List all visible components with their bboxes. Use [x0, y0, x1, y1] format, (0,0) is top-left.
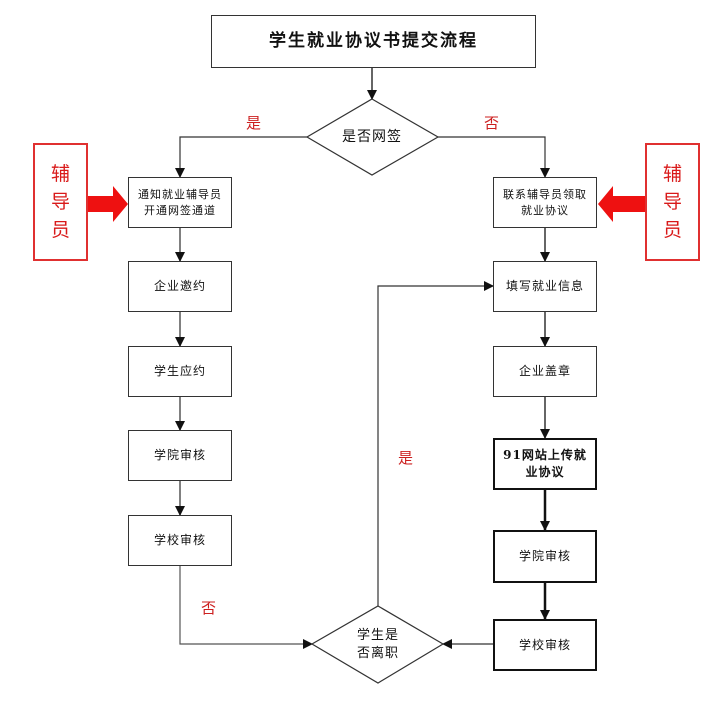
- step-school-review-left-text: 学校审核: [153, 533, 206, 547]
- step-company-stamp-text: 企业盖章: [518, 364, 571, 378]
- counselor-left-char-2: 导: [50, 191, 70, 213]
- decision-leave-text: 学生是 否离职: [338, 627, 418, 663]
- yes-label-online-sign: 是: [246, 114, 262, 132]
- no-label-leave: 否: [201, 599, 217, 617]
- decision-leave-line2: 否离职: [356, 646, 399, 661]
- step-college-review-right-text: 学院审核: [518, 549, 571, 563]
- counselor-left-arrow: [87, 186, 128, 222]
- arrow-yes-branch: [175, 136, 307, 178]
- step-company-invite: 企业邀约: [128, 261, 232, 312]
- step-notify-counselor: 通知就业辅导员开通网签通道: [128, 177, 232, 228]
- step-college-review-left: 学院审核: [128, 430, 232, 481]
- step-company-invite-text: 企业邀约: [153, 279, 206, 293]
- counselor-left-char-1: 辅: [50, 163, 70, 185]
- step-fill-info: 填写就业信息: [493, 261, 597, 312]
- step-student-accept: 学生应约: [128, 346, 232, 397]
- step-school-review-right-text: 学校审核: [518, 637, 571, 652]
- step-contact-counselor-text: 联系辅导员领取就业协议: [503, 187, 587, 217]
- step-student-accept-text: 学生应约: [153, 364, 206, 378]
- arrow-no-branch: [438, 136, 550, 178]
- counselor-box-left: 辅 导 员: [33, 143, 88, 261]
- counselor-box-right: 辅 导 员: [645, 143, 700, 261]
- yes-label-leave: 是: [398, 449, 414, 467]
- counselor-right-char-3: 员: [662, 219, 682, 241]
- arrow-leave-yes-loop: [377, 281, 494, 606]
- arrow-left-to-leave-decision: [179, 565, 313, 649]
- counselor-right-char-1: 辅: [662, 163, 682, 185]
- step-fill-info-text: 填写就业信息: [505, 279, 584, 293]
- counselor-right-char-2: 导: [662, 191, 682, 213]
- step-school-review-right: 学校审核: [493, 619, 597, 671]
- step-upload-91: 91网站上传就业协议: [493, 438, 597, 490]
- flowchart-title: 学生就业协议书提交流程: [211, 15, 536, 68]
- step-college-review-right: 学院审核: [493, 530, 597, 583]
- decision-online-sign-diamond: [305, 98, 440, 176]
- decision-leave-diamond: [310, 605, 445, 684]
- counselor-right-arrow: [598, 186, 645, 222]
- step-school-review-left: 学校审核: [128, 515, 232, 566]
- step-notify-counselor-text: 通知就业辅导员开通网签通道: [138, 187, 222, 217]
- counselor-left-char-3: 员: [50, 219, 70, 241]
- no-label-online-sign: 否: [484, 114, 500, 132]
- step-college-review-left-text: 学院审核: [153, 448, 206, 462]
- step-upload-91-text: 91网站上传就业协议: [503, 448, 587, 479]
- step-company-stamp: 企业盖章: [493, 346, 597, 397]
- decision-leave-line1: 学生是: [356, 628, 399, 643]
- decision-online-sign-text: 是否网签: [342, 129, 402, 145]
- step-contact-counselor: 联系辅导员领取就业协议: [493, 177, 597, 228]
